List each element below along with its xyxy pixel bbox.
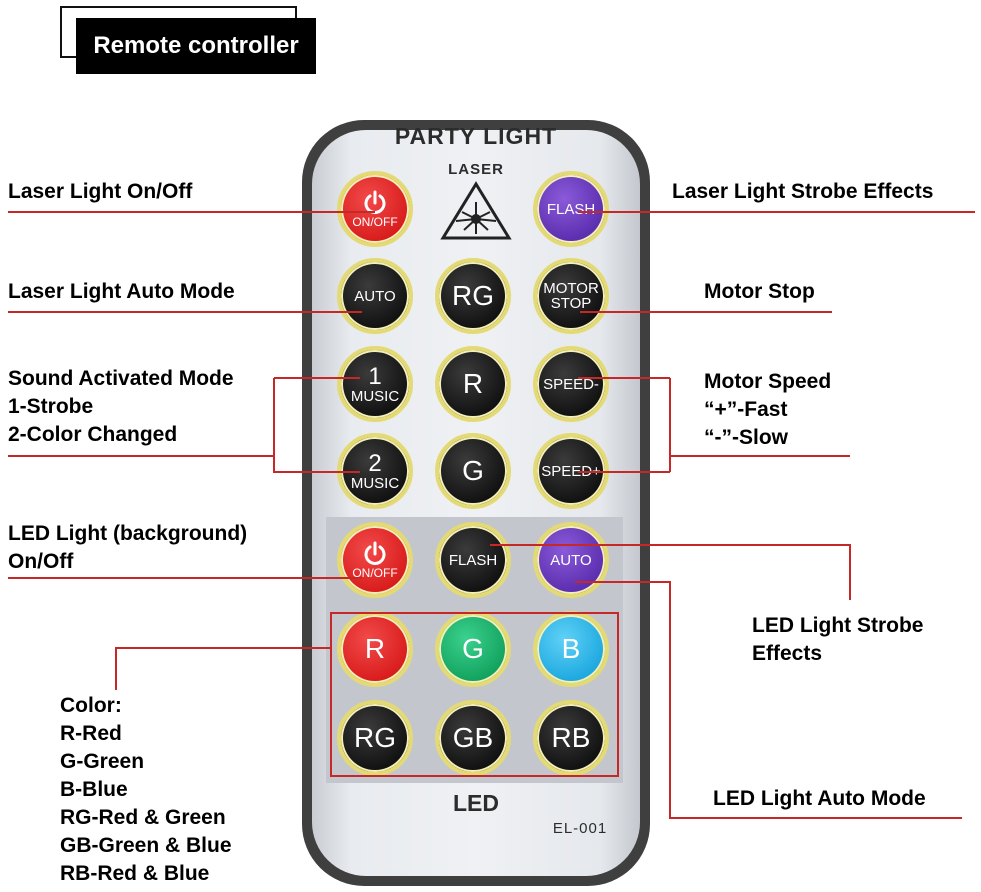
- callout-led-strobe-2: Effects: [752, 642, 823, 665]
- callout-motor-speed: Motor Speed: [704, 370, 832, 393]
- callout-speed-fast: “+”-Fast: [704, 398, 788, 421]
- led-gb-button[interactable]: GB: [435, 700, 511, 776]
- callout-color-item: R-Red: [60, 722, 122, 745]
- led-green-button[interactable]: G: [435, 611, 511, 687]
- callout-color-item: RG-Red & Green: [60, 806, 226, 829]
- rg-laser-button[interactable]: RG: [435, 258, 511, 334]
- callout-led-strobe-1: LED Light Strobe: [752, 614, 924, 637]
- r-laser-button[interactable]: R: [435, 346, 511, 422]
- callout-color-item: B-Blue: [60, 778, 128, 801]
- led-power-button[interactable]: ON/OFF: [337, 522, 413, 598]
- callout-laser-auto: Laser Light Auto Mode: [8, 280, 235, 303]
- motor-stop-button[interactable]: MOTOR STOP: [533, 258, 609, 334]
- callout-color-item: GB-Green & Blue: [60, 834, 232, 857]
- callout-led-onoff-1: LED Light (background): [8, 522, 248, 545]
- power-icon: [364, 541, 386, 565]
- music-1-button[interactable]: 1 MUSIC: [337, 346, 413, 422]
- brand-label: PARTY LIGHT: [394, 123, 558, 149]
- callout-led-auto: LED Light Auto Mode: [713, 787, 926, 810]
- callout-color-title: Color:: [60, 694, 122, 717]
- callout-sound-color: 2-Color Changed: [8, 423, 178, 446]
- g-laser-button[interactable]: G: [435, 433, 511, 509]
- laser-power-button[interactable]: ON/OFF: [337, 171, 413, 247]
- callout-sound-strobe: 1-Strobe: [8, 395, 94, 418]
- laser-warning-icon: [440, 181, 512, 240]
- callout-speed-slow: “-”-Slow: [704, 426, 788, 449]
- led-rg-button[interactable]: RG: [337, 700, 413, 776]
- laser-flash-button[interactable]: FLASH: [533, 171, 609, 247]
- callout-laser-onoff: Laser Light On/Off: [8, 180, 193, 203]
- callout-led-onoff-2: On/Off: [8, 550, 74, 573]
- led-label: LED: [453, 790, 499, 816]
- model-label: EL-001: [552, 820, 608, 837]
- laser-auto-button[interactable]: AUTO: [337, 258, 413, 334]
- led-flash-button[interactable]: FLASH: [435, 522, 511, 598]
- callout-color-item: G-Green: [60, 750, 145, 773]
- page-title: Remote controller: [76, 18, 316, 74]
- callout-sound-mode: Sound Activated Mode: [8, 367, 234, 390]
- callout-motor-stop: Motor Stop: [704, 280, 815, 303]
- speed-plus-button[interactable]: SPEED+: [533, 433, 609, 509]
- led-rb-button[interactable]: RB: [533, 700, 609, 776]
- led-auto-button[interactable]: AUTO: [533, 522, 609, 598]
- speed-minus-button[interactable]: SPEED-: [533, 346, 609, 422]
- callout-color-item: RB-Red & Blue: [60, 862, 210, 885]
- laser-label: LASER: [448, 161, 504, 178]
- callout-laser-strobe: Laser Light Strobe Effects: [672, 180, 934, 203]
